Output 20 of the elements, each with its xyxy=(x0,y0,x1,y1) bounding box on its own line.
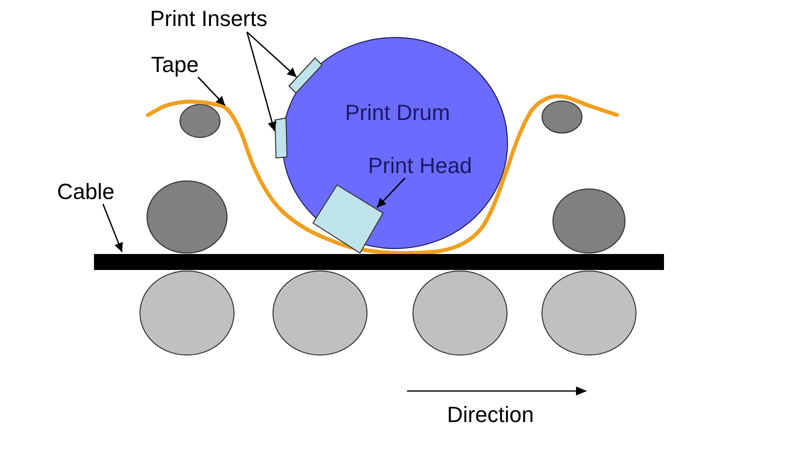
part-label: Tape xyxy=(151,54,199,76)
leader-line xyxy=(102,204,123,252)
leader-line xyxy=(246,32,297,78)
part-label: Cable xyxy=(57,181,114,203)
roller xyxy=(552,188,626,254)
roller xyxy=(140,270,234,356)
roller xyxy=(272,270,368,356)
tape xyxy=(146,94,619,256)
cable xyxy=(94,254,664,270)
part-label: Print Inserts xyxy=(150,8,268,30)
print-drum xyxy=(282,37,508,249)
roller xyxy=(542,270,636,356)
print-insert xyxy=(288,57,323,94)
leader-line xyxy=(246,32,276,132)
roller xyxy=(412,270,508,356)
drum-label: Print Drum xyxy=(345,102,450,124)
leader-line xyxy=(198,76,226,106)
direction-label: Direction xyxy=(447,404,534,426)
leader-line xyxy=(376,178,406,208)
part-label: Print Head xyxy=(368,155,472,177)
